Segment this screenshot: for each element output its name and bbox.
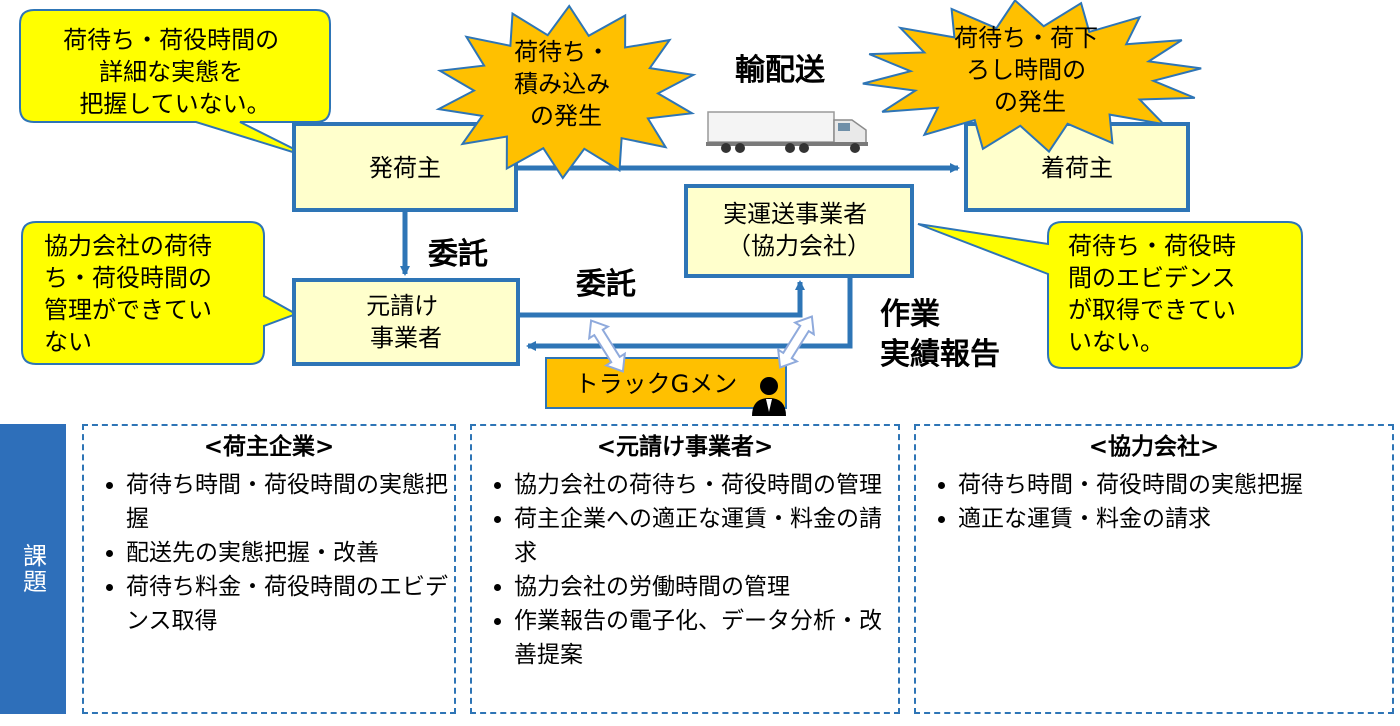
exchange-arrow-left <box>587 319 627 373</box>
receiver-label: 着荷主 <box>1041 154 1113 182</box>
callout-prime-line-3: 管理ができてい <box>44 296 212 324</box>
carrier-label-line-2: （協力会社） <box>727 232 871 260</box>
svg-text:荷待ち・ 積み込み の発生: 荷待ち・ 積み込み の発生 <box>514 38 618 130</box>
delivery-label: 輸配送 <box>735 53 825 88</box>
panel-shipper-company: <荷主企業> 荷待ち時間・荷役時間の実態把握 配送先の実態把握・改善 荷待ち料金… <box>82 424 456 714</box>
truck-gmen-box: トラックGメン <box>545 357 787 409</box>
truck-gmen-label: トラックGメン <box>575 370 738 398</box>
burst-unloading-line-2: ろし時間の <box>966 56 1086 84</box>
panel-shipper-list: 荷待ち時間・荷役時間の実態把握 配送先の実態把握・改善 荷待ち料金・荷役時間のエ… <box>84 468 454 638</box>
prime-label-line-2: 事業者 <box>370 324 442 352</box>
list-item: 配送先の実態把握・改善 <box>126 536 448 570</box>
list-item: 作業報告の電子化、データ分析・改善提案 <box>514 604 892 672</box>
callout-prime-line-4: ない <box>44 328 92 356</box>
callout-prime: 協力会社の荷待 ち・荷役時間の 管理ができてい ない <box>21 221 299 365</box>
shipper-box: 発荷主 <box>292 122 518 212</box>
prime-label-line-1: 元請け <box>366 292 438 320</box>
report-label-line-2: 実績報告 <box>880 337 1000 372</box>
burst-loading-line-3: の発生 <box>530 102 602 130</box>
callout-carrier: 荷待ち・荷役時 間のエビデンス が取得できてい いない。 <box>917 221 1303 369</box>
panel-prime-title: <元請け事業者> <box>596 434 774 460</box>
carrier-label-line-1: 実運送事業者 <box>723 200 867 228</box>
burst-loading: 荷待ち・ 積み込み の発生 <box>435 4 697 180</box>
callout-shipper: 荷待ち・荷役時間の 詳細な実態を 把握していない。 <box>19 9 331 159</box>
connector-lines <box>400 163 960 351</box>
consign-label-1: 委託 <box>428 237 488 272</box>
svg-text:荷待ち・荷役時間の 詳細な実態を 把: 荷待ち・荷役時間の 詳細な実態を 把握していない。 <box>63 26 287 118</box>
flow-diagram: 荷待ち・荷役時間の 詳細な実態を 把握していない。 協力会社の荷待 ち・荷役時間… <box>19 0 1303 416</box>
list-item: 協力会社の荷待ち・荷役時間の管理 <box>514 468 892 502</box>
inspector-person-icon <box>752 377 786 416</box>
issues-sidebar-label: 課題 <box>18 543 47 595</box>
callout-shipper-line-1: 荷待ち・荷役時間の <box>63 26 279 54</box>
burst-loading-line-2: 積み込み <box>514 70 610 98</box>
truck-icon <box>706 111 868 153</box>
panel-partner-title: <協力会社> <box>1088 434 1220 460</box>
callout-shipper-line-2: 詳細な実態を <box>99 58 243 86</box>
gmen-exchange-arrows <box>587 315 816 373</box>
svg-text:荷待ち・荷役時 間のエビデンス が取: 荷待ち・荷役時 間のエビデンス が取得できてい いない。 <box>1068 232 1244 356</box>
burst-loading-line-1: 荷待ち・ <box>514 38 610 66</box>
prime-to-carrier-arrow <box>518 280 805 318</box>
callout-shipper-line-3: 把握していない。 <box>79 90 270 118</box>
carrier-box: 実運送事業者 （協力会社） <box>684 184 914 278</box>
shipper-label: 発荷主 <box>369 154 441 182</box>
exchange-arrow-right <box>776 315 816 369</box>
carrier-to-prime-report-arrow <box>526 276 853 351</box>
svg-text:荷待ち・荷下 ろし時間の の発生: 荷待ち・荷下 ろし時間の の発生 <box>954 24 1106 116</box>
svg-text:元請け 事業者: 元請け 事業者 <box>366 292 446 352</box>
burst-unloading-line-1: 荷待ち・荷下 <box>954 24 1098 52</box>
issues-sidebar: 課題 <box>0 424 66 714</box>
report-label-line-1: 作業 <box>880 297 940 332</box>
panel-prime-contractor: <元請け事業者> 協力会社の荷待ち・荷役時間の管理 荷主企業への適正な運賃・料金… <box>470 424 900 714</box>
prime-box: 元請け 事業者 <box>292 278 520 366</box>
callout-carrier-line-1: 荷待ち・荷役時 <box>1068 232 1236 260</box>
list-item: 荷待ち時間・荷役時間の実態把握 <box>126 468 448 536</box>
panel-prime-list: 協力会社の荷待ち・荷役時間の管理 荷主企業への適正な運賃・料金の請求 協力会社の… <box>472 468 898 672</box>
panel-shipper-title: <荷主企業> <box>203 434 335 460</box>
burst-unloading-line-3: の発生 <box>994 88 1066 116</box>
callout-carrier-line-4: いない。 <box>1068 328 1164 356</box>
svg-text:実運送事業者 （協力会社）: 実運送事業者 （協力会社） <box>723 200 875 260</box>
panel-partner-company: <協力会社> 荷待ち時間・荷役時間の実態把握 適正な運賃・料金の請求 <box>914 424 1394 714</box>
list-item: 荷待ち時間・荷役時間の実態把握 <box>958 468 1386 502</box>
list-item: 適正な運賃・料金の請求 <box>958 502 1386 536</box>
burst-unloading: 荷待ち・荷下 ろし時間の の発生 <box>862 0 1202 154</box>
list-item: 荷待ち料金・荷役時間のエビデンス取得 <box>126 570 448 638</box>
panel-partner-list: 荷待ち時間・荷役時間の実態把握 適正な運賃・料金の請求 <box>916 468 1392 536</box>
callout-carrier-line-3: が取得できてい <box>1068 296 1236 324</box>
callout-prime-line-1: 協力会社の荷待 <box>44 232 212 260</box>
list-item: 荷主企業への適正な運賃・料金の請求 <box>514 502 892 570</box>
svg-text:協力会社の荷待 ち・荷役時間の 管理: 協力会社の荷待 ち・荷役時間の 管理ができてい ない <box>44 232 220 356</box>
callout-carrier-line-2: 間のエビデンス <box>1068 264 1236 292</box>
callout-prime-line-2: ち・荷役時間の <box>44 264 212 292</box>
consign-label-2: 委託 <box>576 267 636 302</box>
list-item: 協力会社の労働時間の管理 <box>514 570 892 604</box>
